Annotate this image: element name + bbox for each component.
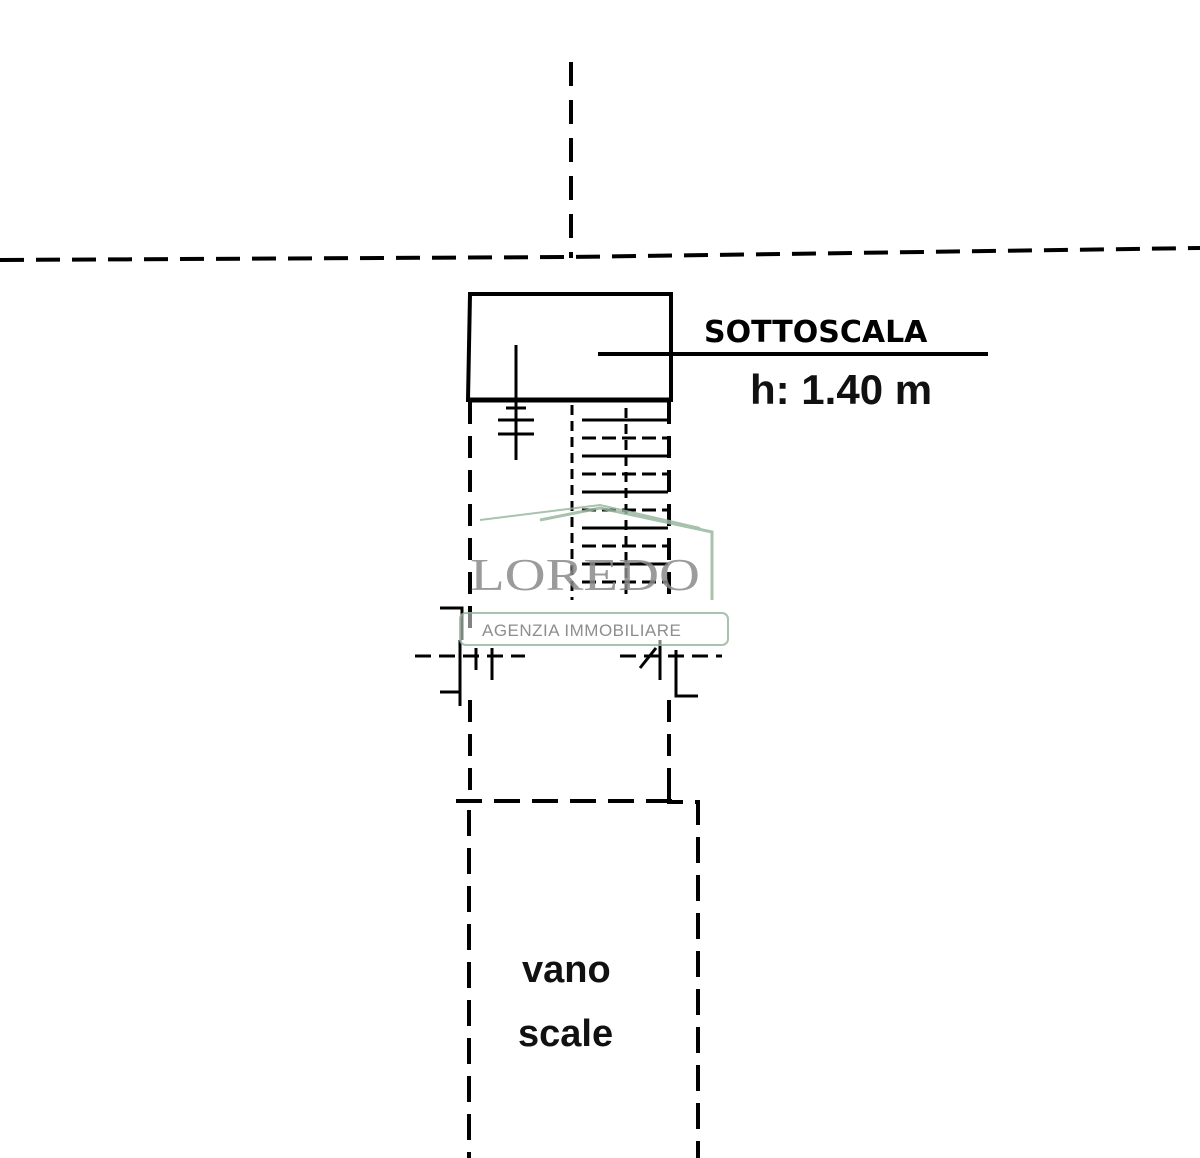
watermark-subtitle: AGENZIA IMMOBILIARE [482, 621, 681, 640]
roof-shape [539, 506, 714, 600]
watermark-brand: LOREDO [470, 549, 700, 600]
stair-walls [468, 402, 671, 800]
watermark-logo: LOREDO AGENZIA IMMOBILIARE [459, 503, 729, 646]
stair-label-line2: scale [518, 1013, 613, 1055]
stair-arrow [498, 345, 534, 460]
vano-scale-room [456, 790, 700, 1158]
room-label: SOTTOSCALA [704, 315, 928, 350]
stair-label-line1: vano [522, 949, 611, 991]
opening-marks [415, 606, 722, 706]
height-label: h: 1.40 m [750, 366, 932, 413]
logo-subtitle-frame [459, 612, 729, 646]
stair-treads [570, 405, 668, 600]
top-wall-line [0, 246, 1200, 262]
sottoscala-room [465, 292, 673, 403]
